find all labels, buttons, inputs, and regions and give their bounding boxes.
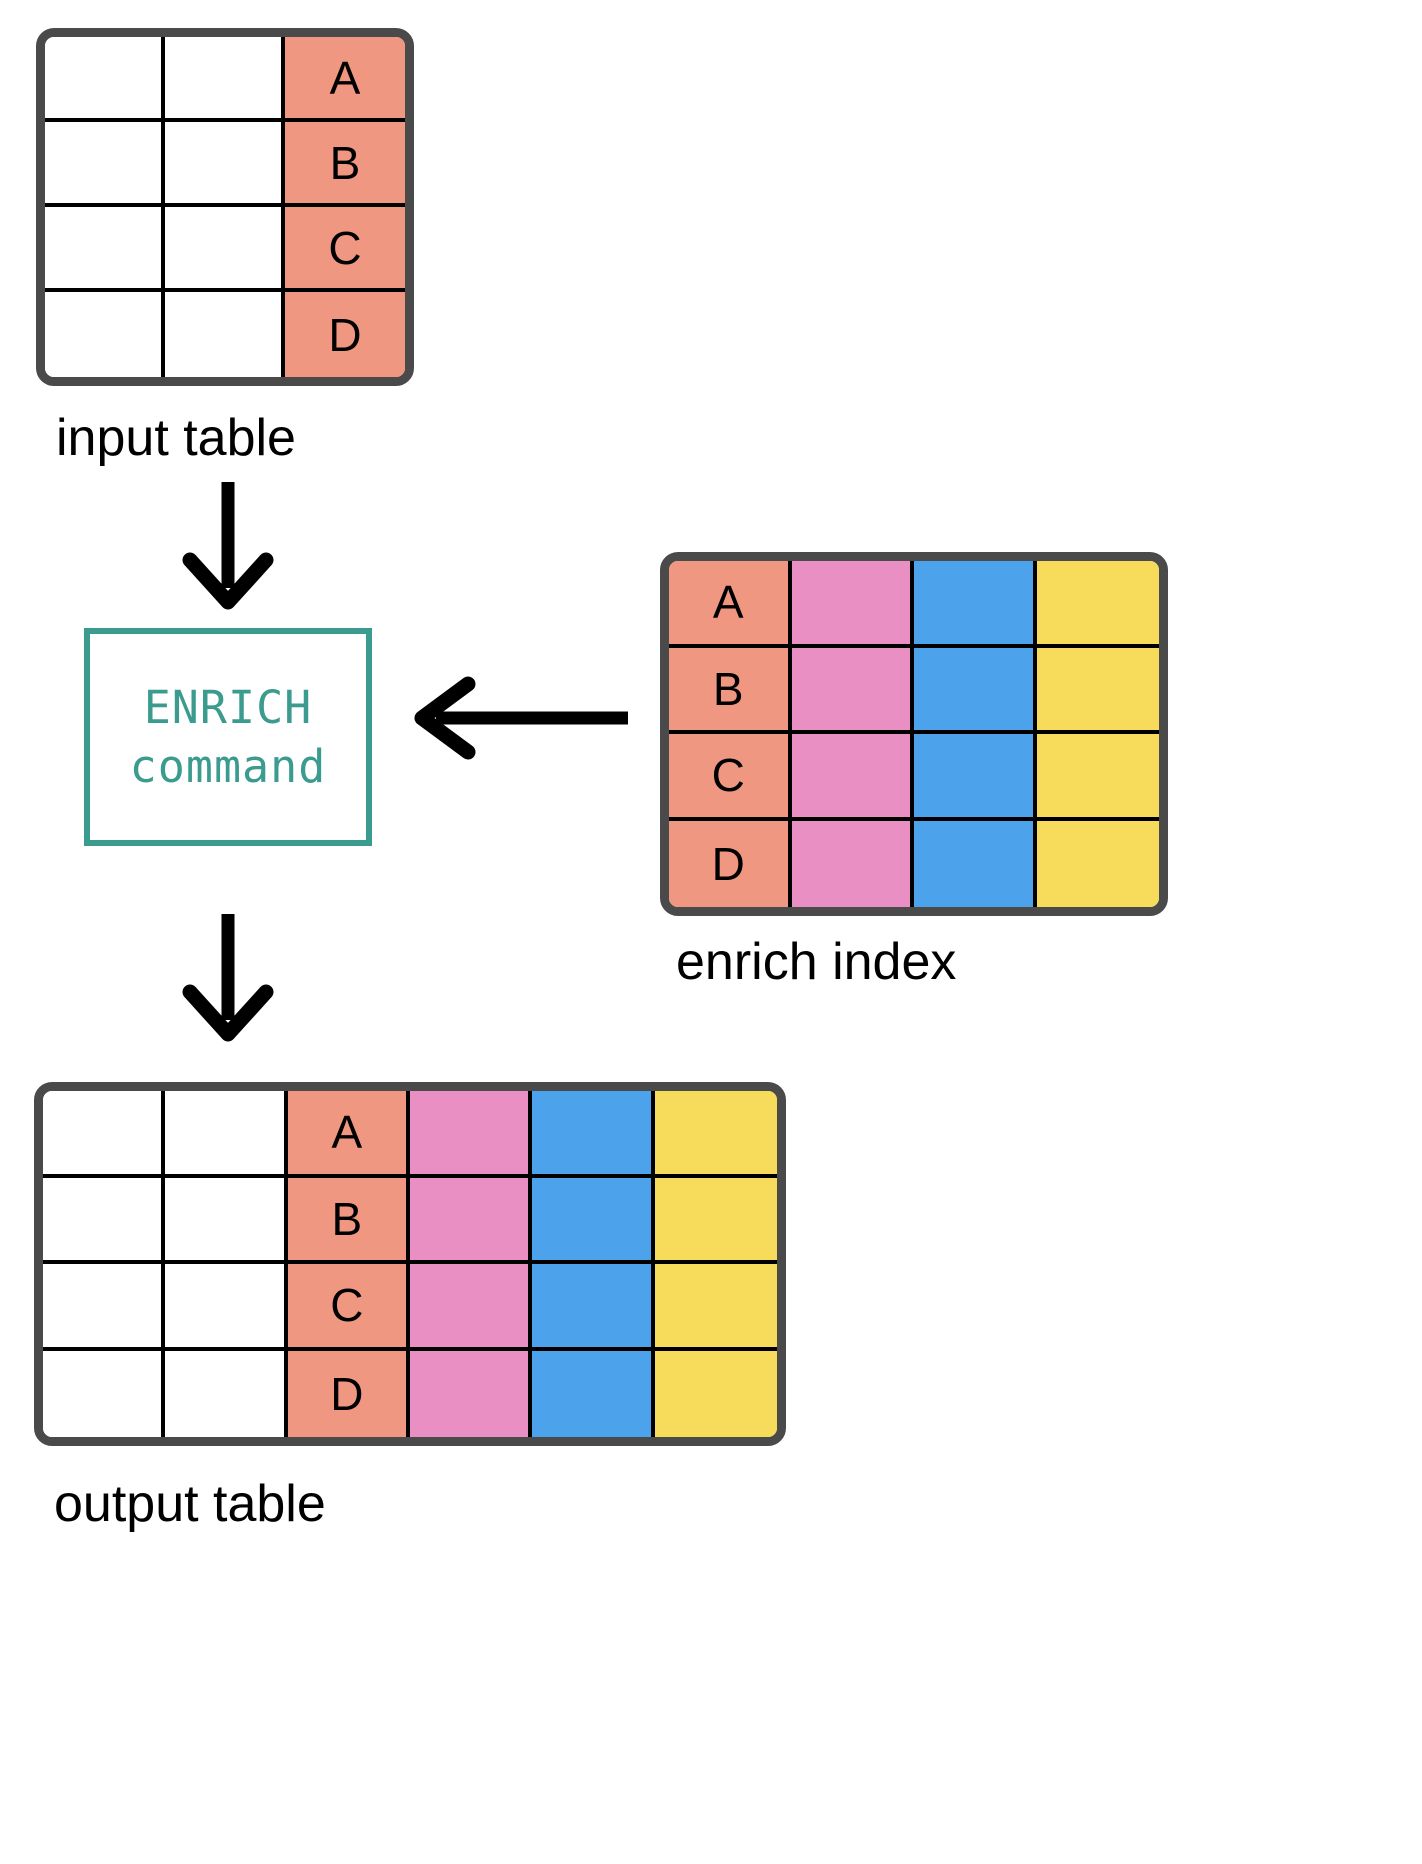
table-cell [43, 1264, 166, 1351]
table-row: A [45, 37, 405, 122]
arrow-left-icon-index-to-enrich [410, 668, 630, 768]
table-cell [914, 820, 1037, 907]
table-cell [791, 734, 914, 821]
table-cell [1036, 820, 1159, 907]
table-cell: B [669, 647, 792, 734]
table-cell [45, 207, 165, 292]
table-cell [165, 1177, 288, 1264]
table-cell [45, 122, 165, 207]
table-cell [791, 647, 914, 734]
table-row: A [669, 561, 1159, 648]
table-cell [654, 1264, 777, 1351]
table-row: D [43, 1350, 777, 1437]
table-cell [43, 1091, 166, 1178]
table-cell [409, 1350, 533, 1437]
table-cell [532, 1264, 655, 1351]
enrich-command-line-1: ENRICH [143, 680, 313, 734]
table-cell [165, 292, 285, 377]
table-cell [914, 647, 1037, 734]
enrich-command-line-2: command [129, 740, 327, 793]
enrich-index-caption: enrich index [676, 933, 957, 991]
table-row: A [43, 1091, 777, 1178]
table-cell: A [287, 1091, 410, 1178]
table-cell: B [287, 1177, 410, 1264]
table-cell: A [669, 561, 792, 648]
table-cell [409, 1091, 533, 1178]
table-cell [45, 37, 165, 122]
table-cell: A [285, 37, 405, 122]
table-cell [532, 1350, 655, 1437]
table-row: C [45, 207, 405, 292]
table-cell: C [669, 734, 792, 821]
table-row: B [669, 647, 1159, 734]
table-cell [165, 37, 285, 122]
table-cell: B [285, 122, 405, 207]
arrow-down-icon-input-to-enrich [168, 480, 288, 610]
table-cell: C [285, 207, 405, 292]
table-cell [1036, 561, 1159, 648]
table-cell [914, 561, 1037, 648]
table-cell: D [287, 1350, 410, 1437]
table-cell [654, 1350, 777, 1437]
table-cell [654, 1091, 777, 1178]
table-cell [43, 1177, 166, 1264]
table-cell [1036, 647, 1159, 734]
table-cell [654, 1177, 777, 1264]
table-cell [914, 734, 1037, 821]
table-row: C [43, 1264, 777, 1351]
output-table-caption: output table [54, 1475, 326, 1533]
table-cell [165, 122, 285, 207]
arrow-down-icon-enrich-to-output [168, 912, 288, 1042]
table-cell [409, 1264, 533, 1351]
table-cell: D [285, 292, 405, 377]
table-cell [165, 1350, 288, 1437]
table-row: C [669, 734, 1159, 821]
table-row: B [45, 122, 405, 207]
table-cell [532, 1177, 655, 1264]
input-table-caption: input table [56, 409, 296, 467]
table-cell: D [669, 820, 792, 907]
table-row: D [45, 292, 405, 377]
table-cell [791, 561, 914, 648]
table-cell [1036, 734, 1159, 821]
table-cell [43, 1350, 166, 1437]
table-row: B [43, 1177, 777, 1264]
table-cell [791, 820, 914, 907]
table-cell [45, 292, 165, 377]
table-cell [532, 1091, 655, 1178]
table-cell [165, 1091, 288, 1178]
table-row: D [669, 820, 1159, 907]
table-cell [409, 1177, 533, 1264]
enrich-command-box[interactable]: ENRICH command [84, 628, 372, 846]
table-cell [165, 1264, 288, 1351]
table-cell [165, 207, 285, 292]
table-cell: C [287, 1264, 410, 1351]
